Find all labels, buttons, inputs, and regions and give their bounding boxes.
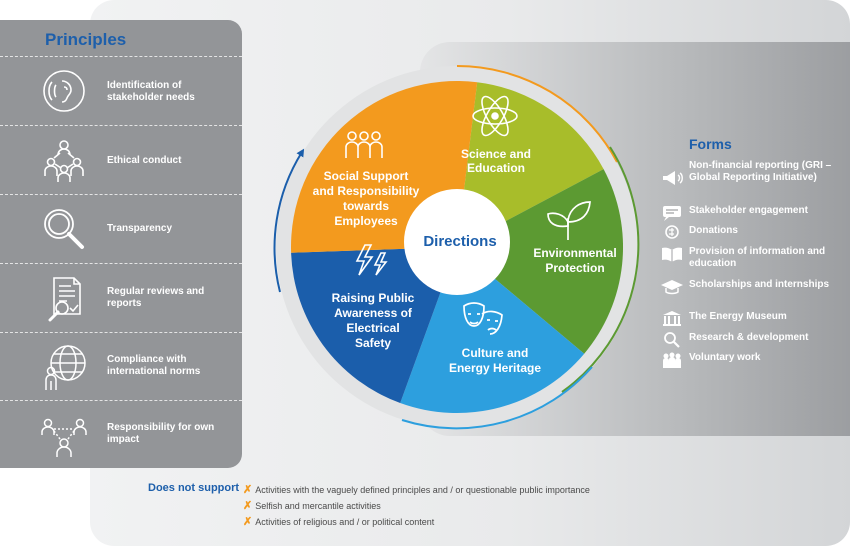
form-label: Voluntary work (689, 352, 761, 363)
donation-hand-icon (665, 225, 679, 239)
not-support-label: Activities with the vaguely defined prin… (255, 485, 590, 495)
principle-label: Responsibility for own impact (107, 422, 215, 445)
form-label: Research & development (689, 332, 809, 343)
principle-label: Regular reviews and reports (107, 286, 205, 309)
museum-icon (663, 311, 681, 326)
principle-label: Identification of stakeholder needs (107, 80, 195, 103)
leaves-icon (547, 201, 591, 240)
form-label: Non-financial reporting (GRI – Global Re… (689, 160, 832, 183)
form-label: Donations (689, 225, 738, 236)
principles-panel (0, 20, 242, 468)
people-impact-icon (41, 418, 87, 457)
does-not-support-title: Does not support (148, 482, 240, 494)
principles-divider (0, 332, 242, 333)
not-support-label: Activities of religious and / or politic… (255, 517, 435, 527)
form-label: The Energy Museum (689, 311, 787, 322)
globe-person-icon (45, 345, 86, 390)
graduation-cap-icon (661, 280, 683, 295)
principle-item: Responsibility for own impact (0, 401, 242, 469)
report-review-icon (48, 277, 81, 322)
principle-label: Ethical conduct (107, 155, 182, 166)
not-support-label: Selfish and mercantile activities (255, 501, 381, 511)
cross-icon: ✗ (243, 484, 253, 496)
principle-item: Identification of stakeholder needs (0, 57, 242, 125)
lightning-icon (355, 244, 388, 276)
search-icon (664, 332, 680, 348)
principles-divider (0, 56, 242, 57)
cycle-arrow-left (273, 148, 305, 293)
form-label: Provision of information and education (689, 246, 826, 269)
form-label: Stakeholder engagement (689, 205, 808, 216)
cycle-arrow-top (456, 64, 618, 163)
principle-label: Transparency (107, 223, 173, 234)
form-label: Scholarships and internships (689, 279, 830, 290)
principles-divider (0, 194, 242, 195)
not-support-item: ✗Activities of religious and / or politi… (243, 515, 434, 528)
magnifier-icon (44, 209, 84, 249)
principles-divider (0, 400, 242, 401)
cross-icon: ✗ (243, 500, 253, 512)
directions-center-circle (404, 189, 510, 295)
principles-divider (0, 263, 242, 264)
not-support-item: ✗Selfish and mercantile activities (243, 499, 381, 512)
volunteers-icon (663, 352, 681, 368)
book-icon (662, 247, 682, 262)
people-network-icon (44, 140, 84, 182)
employees-icon (345, 131, 383, 158)
principle-item: Ethical conduct (0, 126, 242, 194)
cycle-arrow-bottom (401, 366, 593, 430)
chat-icon (663, 206, 681, 221)
principle-item: Transparency (0, 195, 242, 263)
principle-item: Compliance with international norms (0, 333, 242, 401)
cross-icon: ✗ (243, 516, 253, 528)
forms-title: Forms (689, 136, 732, 152)
not-support-item: ✗Activities with the vaguely defined pri… (243, 483, 590, 496)
cycle-arrow-right (561, 146, 640, 393)
atom-icon (472, 95, 518, 137)
principle-label: Compliance with international norms (107, 354, 201, 377)
directions-center-label: Directions (423, 233, 496, 250)
ear-icon (43, 70, 85, 112)
principles-title: Principles (45, 30, 127, 49)
megaphone-icon (663, 171, 683, 185)
principle-item: Regular reviews and reports (0, 264, 242, 332)
sector-environment (457, 169, 624, 354)
principles-divider (0, 125, 242, 126)
theatre-masks-icon (463, 302, 503, 335)
sector-awareness (291, 247, 457, 403)
